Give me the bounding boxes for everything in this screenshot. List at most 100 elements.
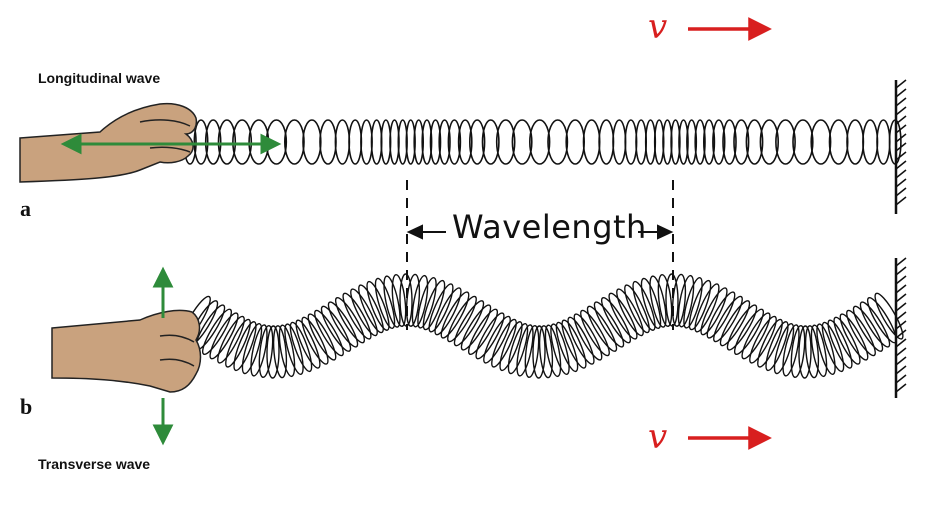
spring-coil [447,295,477,343]
spring-coil [859,301,891,348]
spring-coil [201,308,233,356]
spring-coil [644,119,657,165]
spring-coil [440,291,470,339]
wall-hatch [895,178,907,188]
spring-coil [624,284,650,334]
spring-coil [821,321,845,373]
spring-coil [348,119,363,165]
spring-coil [232,119,253,165]
spring-coil [677,274,695,328]
spring-coil [593,301,625,348]
spring-coil [469,119,486,165]
spring-coil [702,119,716,165]
spring-coil [547,119,569,165]
spring-coil [507,322,529,375]
spring-coil [511,119,533,165]
spring-coil [678,119,689,165]
spring-coil [810,324,828,378]
spring-coil [457,119,473,165]
spring-coil [792,119,814,165]
spring-coil [810,119,832,165]
wall-hatch [895,365,907,375]
spring-coil [722,119,737,165]
spring-coil [411,274,429,328]
spring-coil [828,119,849,165]
spring-coil [283,119,305,165]
spring-coil [209,312,239,360]
spring-coil [624,119,638,165]
wall-hatch [895,383,907,393]
spring-coil [852,305,884,352]
spring-coil [193,119,209,165]
spring-coil [782,324,800,377]
wavelength-label: Wavelength [452,208,647,246]
spring-coil [561,319,587,369]
spring-coil [598,119,615,165]
wall-hatch [895,79,907,89]
spring-coil [405,119,416,165]
spring-coil [475,312,505,360]
wall-hatch [895,302,907,312]
spring-coil [600,296,632,344]
spring-coil [749,315,777,364]
spring-coil [428,283,454,333]
spring-coil [295,319,321,369]
panel-label-a: a [20,196,31,221]
spring-coil [790,324,806,379]
spring-coil [683,277,703,329]
wall-hatch [895,133,907,143]
spring-coil [217,315,245,364]
spring-coil [204,119,222,165]
spring-coil [307,313,337,361]
spring-coil [217,119,237,165]
spring-coil [405,273,421,327]
spring-coil [481,119,500,165]
wall-hatch [895,329,907,339]
panel-label-b: b [20,394,33,419]
spring-coil [640,277,662,330]
transverse-spring [181,273,904,379]
spring-coil [670,119,681,165]
wall-hatch [895,160,907,170]
spring-coil [635,119,647,165]
spring-coil [565,119,586,165]
spring-coil [862,119,879,165]
spring-coil [499,321,523,372]
spring-coil [874,292,904,340]
spring-coil [632,280,656,331]
spring-coil [876,119,891,165]
spring-coil [320,305,352,352]
spring-coil [284,323,304,375]
wall-hatch [895,320,907,330]
wall-hatch [895,115,907,125]
wall-hatch [895,187,907,197]
spring-coil [358,284,384,334]
spring-coil [491,318,517,368]
wall-hatch [895,275,907,285]
spring-coil [773,322,795,375]
spring-coil [383,275,401,328]
spring-coil [374,277,396,330]
wall-hatch [895,169,907,179]
spring-coil [846,119,865,165]
spring-coil [649,275,667,328]
spring-coil [453,300,485,347]
wall-hatch [895,106,907,116]
spring-coil [380,119,392,165]
spring-coil [460,304,492,351]
wall-hatch [895,347,907,357]
spring-coil [839,313,869,361]
wall-hatch [895,266,907,276]
spring-coil [233,321,257,372]
spring-coil [580,309,610,357]
wall-hatch [895,88,907,98]
spring-coil [342,292,372,340]
spring-coil [612,119,627,165]
spring-coil [733,119,750,165]
spring-coil [765,321,789,372]
spring-coil [301,316,329,365]
spring-coil [688,279,712,331]
spring-coil [713,295,743,343]
spring-coil [544,324,562,378]
velocity-label-b: v [648,417,668,457]
